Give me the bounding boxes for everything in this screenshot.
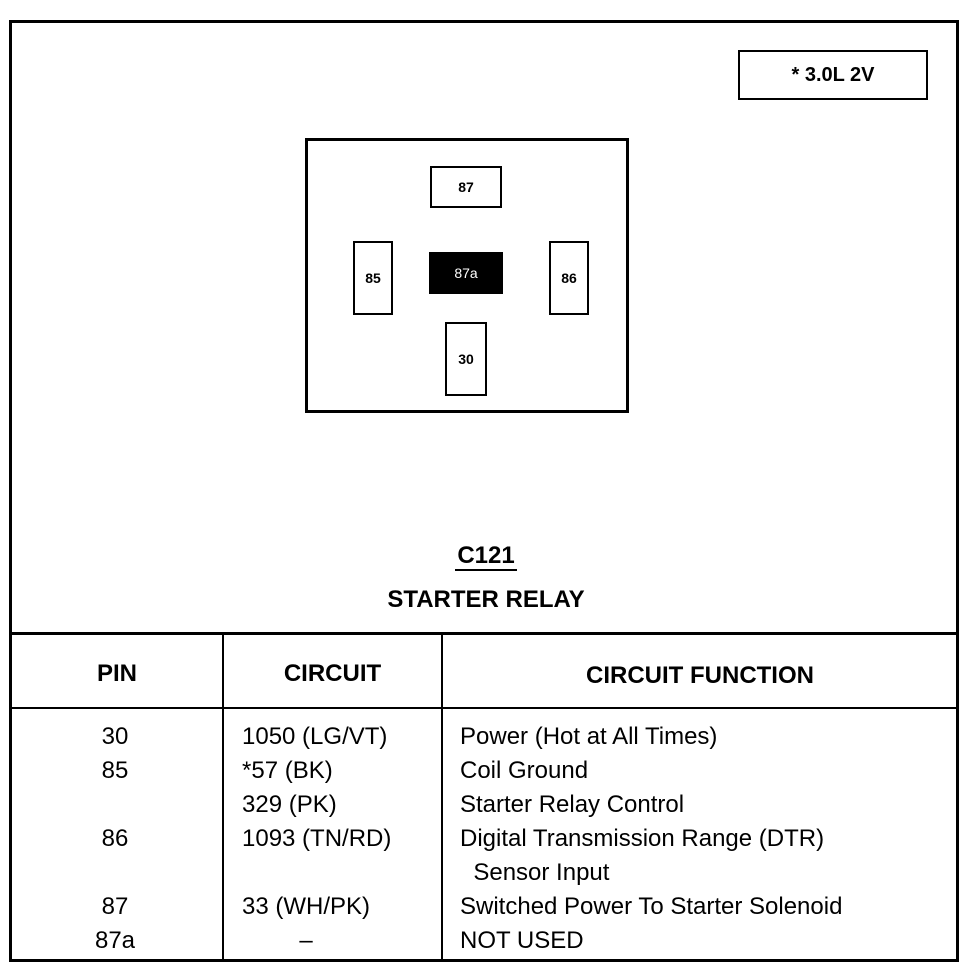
terminal-85: 85: [353, 241, 393, 315]
cell-pin: 30: [101, 723, 129, 750]
connector-name: STARTER RELAY: [387, 586, 585, 613]
cell-circuit: 1050 (LG/VT): [242, 723, 388, 750]
cell-circuit: *57 (BK): [242, 757, 333, 784]
cell-function: NOT USED: [460, 927, 584, 954]
cell-function: Sensor Input: [460, 859, 610, 886]
cell-pin: 87a: [94, 927, 136, 954]
engine-tag: * 3.0L 2V: [738, 50, 928, 100]
cell-function: Power (Hot at All Times): [460, 723, 718, 750]
column-divider-2: [441, 632, 443, 962]
cell-function: Switched Power To Starter Solenoid: [460, 893, 843, 920]
cell-function: Starter Relay Control: [460, 791, 685, 818]
table-top-rule: [9, 632, 959, 635]
cell-function: Digital Transmission Range (DTR): [460, 825, 825, 852]
cell-circuit: 33 (WH/PK): [242, 893, 371, 920]
cell-pin: 85: [101, 757, 129, 784]
terminal-30: 30: [445, 322, 487, 396]
cell-circuit: 1093 (TN/RD): [242, 825, 392, 852]
diagram-frame: [9, 20, 959, 962]
cell-circuit: –: [299, 927, 313, 954]
cell-circuit: 329 (PK): [242, 791, 337, 818]
terminal-87a: 87a: [429, 252, 503, 294]
header-function: CIRCUIT FUNCTION: [586, 662, 814, 689]
header-circuit: CIRCUIT: [283, 660, 382, 687]
terminal-86: 86: [549, 241, 589, 315]
cell-function: Coil Ground: [460, 757, 589, 784]
cell-pin: 87: [101, 893, 129, 920]
header-bottom-rule: [9, 707, 959, 709]
header-pin: PIN: [96, 660, 137, 687]
cell-pin: 86: [101, 825, 129, 852]
relay-connector-face: 87 85 87a 86 30: [305, 138, 629, 413]
connector-id: C121: [455, 542, 517, 571]
terminal-87: 87: [430, 166, 502, 208]
column-divider-1: [222, 632, 224, 962]
